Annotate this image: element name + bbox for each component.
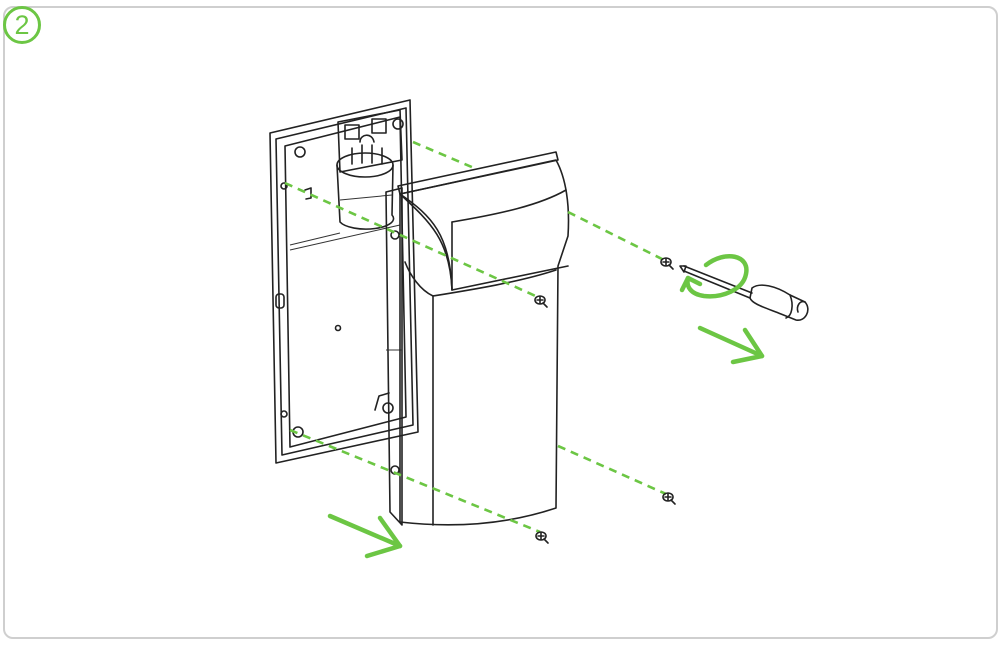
screwdriver-icon <box>679 265 809 321</box>
screw-icon <box>660 257 674 270</box>
direction-arrow-icon <box>697 325 765 365</box>
alignment-line-lower-diagonal <box>289 428 541 534</box>
alignment-line-top-back <box>412 140 475 170</box>
alignment-line-upper-diagonal <box>284 181 541 300</box>
alignment-line-top-front <box>567 210 665 262</box>
internal-module <box>336 109 403 230</box>
alignment-line-lower-front <box>557 444 667 496</box>
front-cover <box>385 151 570 526</box>
step-number: 2 <box>14 9 30 40</box>
screw-icon <box>534 295 548 308</box>
direction-arrow-icon <box>327 513 403 559</box>
illustration-frame <box>3 6 998 639</box>
screw-icon <box>535 531 549 544</box>
back-plate <box>269 99 419 464</box>
rotate-arrow-icon <box>679 254 749 299</box>
step-number-badge: 2 <box>3 6 41 44</box>
screw-icon <box>662 492 676 505</box>
alignment-lines <box>284 140 667 534</box>
